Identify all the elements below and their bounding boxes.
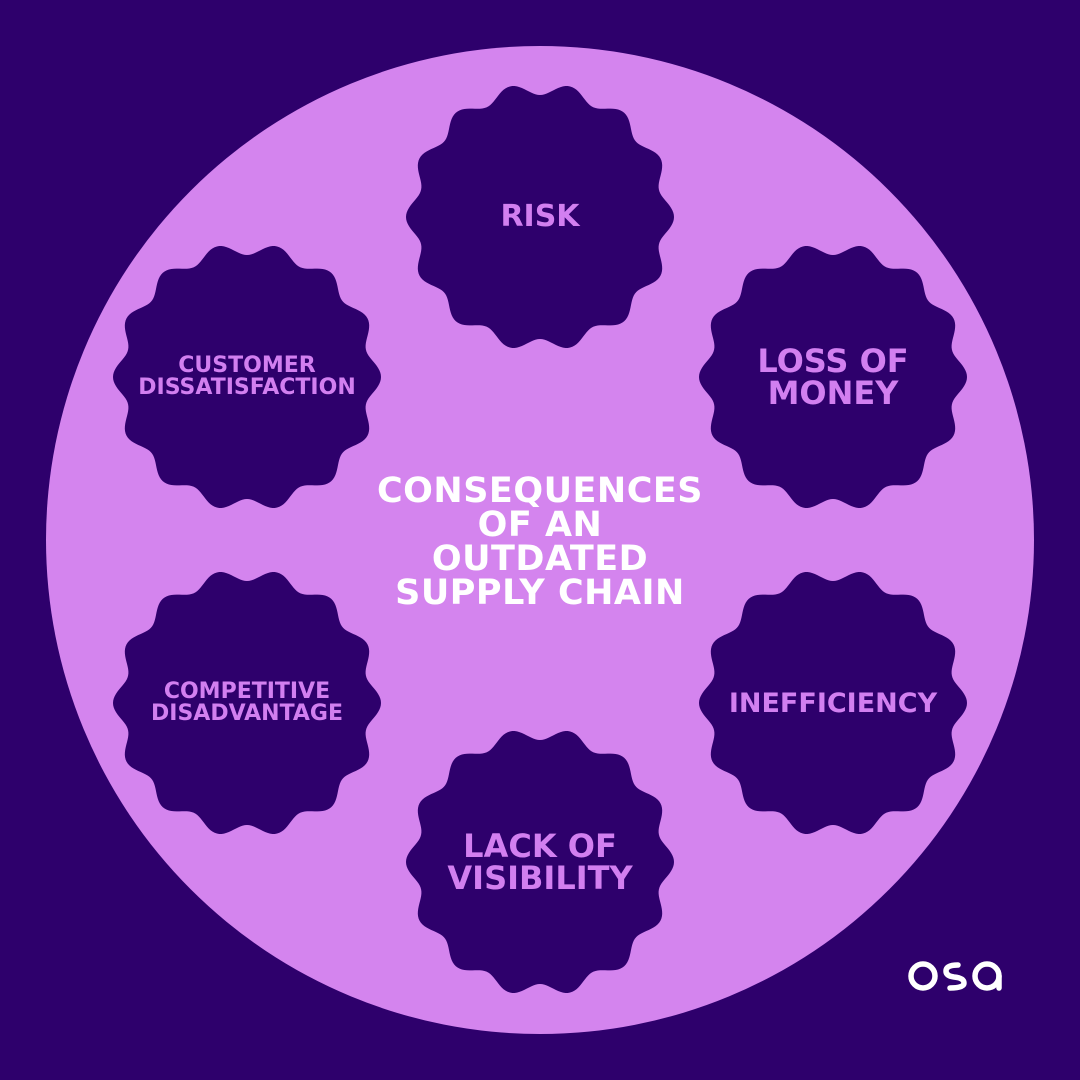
diagram-title: CONSEQUENCES OF AN OUTDATED SUPPLY CHAIN <box>376 471 704 613</box>
node-blob-customer-dissatisfaction <box>113 246 381 508</box>
consequence-blobs <box>113 86 967 993</box>
osa-logo-icon <box>908 961 1002 991</box>
node-label-risk: RISK <box>500 199 580 234</box>
node-blob-competitive-disadvantage <box>113 572 381 834</box>
node-label-competitive-disadvantage: COMPETITIVE DISADVANTAGE <box>151 679 343 726</box>
node-label-customer-dissatisfaction: CUSTOMER DISSATISFACTION <box>138 353 356 400</box>
node-blob-loss-of-money <box>699 246 967 508</box>
node-blob-risk <box>406 86 674 348</box>
node-blob-lack-of-visibility <box>406 731 674 993</box>
node-label-lack-of-visibility: LACK OF VISIBILITY <box>447 827 633 897</box>
node-blob-inefficiency <box>699 572 967 834</box>
node-label-inefficiency: INEFFICIENCY <box>728 687 938 719</box>
node-label-loss-of-money: LOSS OF MONEY <box>757 342 909 412</box>
